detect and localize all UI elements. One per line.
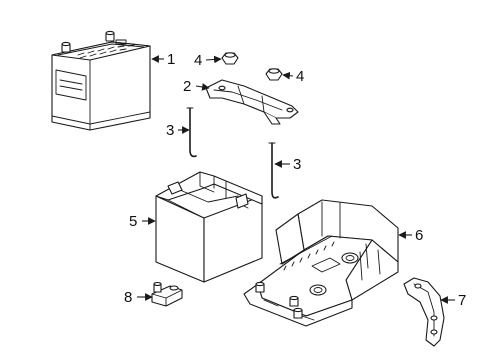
hook-rod-right[interactable] <box>268 142 279 199</box>
callout-3-left: 3 <box>166 122 174 139</box>
terminal-clamp[interactable] <box>151 281 183 307</box>
callout-6: 6 <box>415 227 423 244</box>
tray-bolt-left <box>255 281 265 293</box>
callout-1: 1 <box>167 51 175 68</box>
nut-right[interactable] <box>265 68 283 81</box>
tray-bolt-center <box>289 295 299 307</box>
leader-4a <box>205 55 222 64</box>
callout-2: 2 <box>183 78 191 95</box>
battery-tray-upper[interactable] <box>155 171 263 283</box>
leader-2 <box>195 83 210 91</box>
battery-terminal-right <box>105 30 115 42</box>
callout-4-right: 4 <box>296 68 304 85</box>
leader-4b <box>282 71 294 80</box>
callout-3-right: 3 <box>293 156 301 173</box>
callout-4-upper: 4 <box>194 52 202 69</box>
hold-down-bracket[interactable] <box>205 79 299 125</box>
nut-upper[interactable] <box>221 52 239 65</box>
hook-rod-left[interactable] <box>186 107 197 158</box>
battery-tray-lower[interactable] <box>243 199 399 327</box>
callout-7: 7 <box>458 292 466 309</box>
tray-bolt-front <box>293 307 303 319</box>
battery[interactable] <box>51 30 151 131</box>
callout-5: 5 <box>129 213 137 230</box>
callout-8: 8 <box>124 289 132 306</box>
battery-terminal-left <box>61 41 71 53</box>
support-bracket[interactable] <box>403 277 445 347</box>
